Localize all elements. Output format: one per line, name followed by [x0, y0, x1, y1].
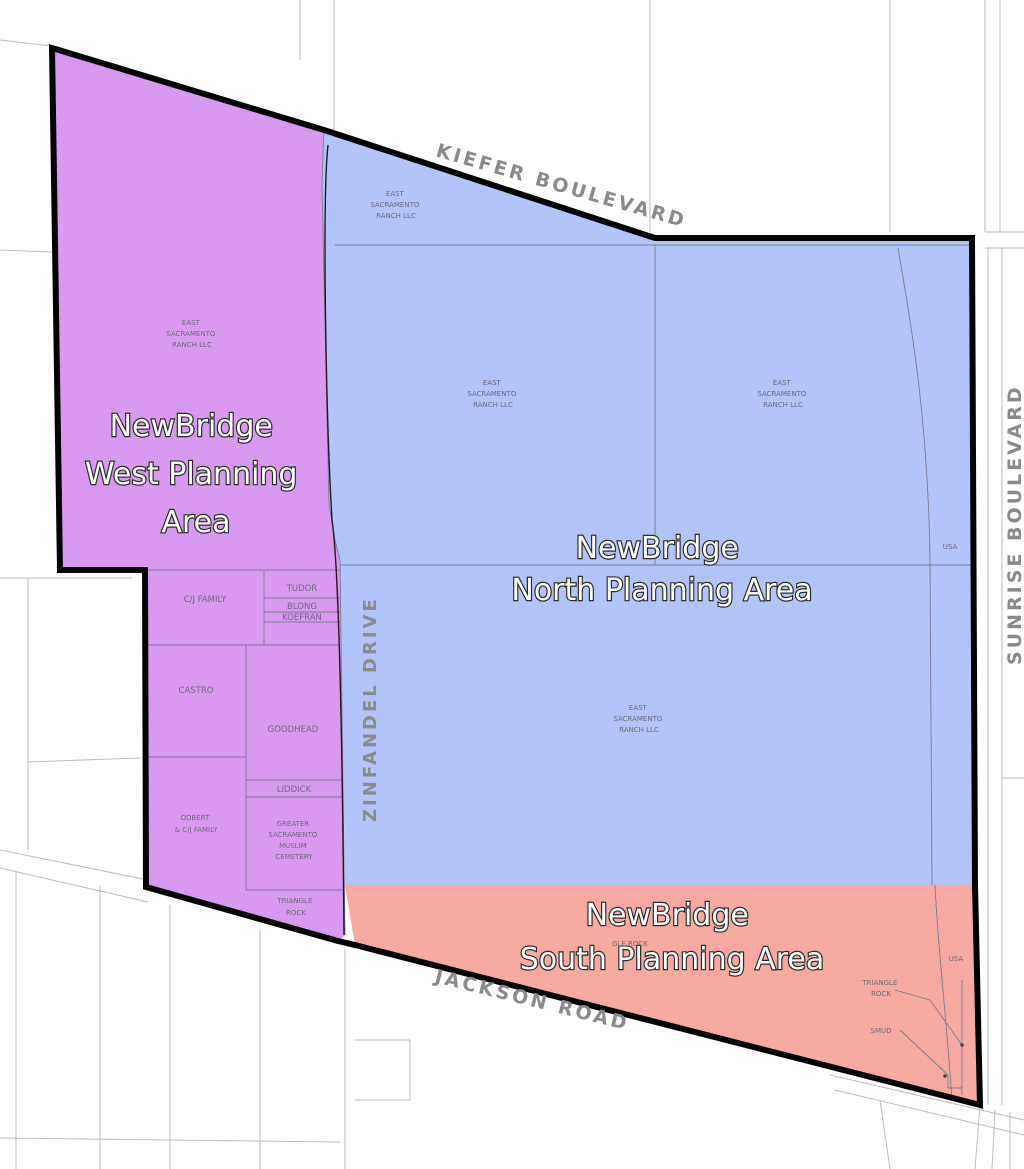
parcel-gle-rock: GLE ROCK — [612, 940, 648, 948]
parcel-goodhead: GOODHEAD — [268, 725, 319, 735]
owner-labels: EAST SACRAMENTO RANCH LLC EAST SACRAMENT… — [166, 190, 963, 1035]
parcel-cemetery: GREATER SACRAMENTO MUSLIM CEMETERY — [268, 820, 319, 861]
parcel-usa-south: USA — [949, 955, 964, 963]
parcel-blong: BLONG — [287, 602, 317, 612]
north-area-label-line1: NewBridge — [576, 531, 739, 566]
parcel-lines — [146, 129, 972, 1101]
parcel-liddick: LIDDICK — [277, 785, 312, 795]
zinfandel-drive-label: ZINFANDEL DRIVE — [360, 596, 381, 822]
parcel-esr-west: EAST SACRAMENTO RANCH LLC — [166, 319, 217, 349]
parcel-usa-north: USA — [943, 543, 958, 551]
south-area-label-line1: NewBridge — [586, 898, 749, 933]
south-planning-area[interactable] — [345, 885, 980, 1105]
west-area-label-line3: Area — [161, 505, 230, 540]
parcel-cj-family: C/J FAMILY — [184, 595, 227, 605]
west-area-label-line1: NewBridge — [110, 409, 273, 444]
west-area-label: NewBridge West Planning Area — [85, 409, 307, 540]
sunrise-boulevard-label: SUNRISE BOULEVARD — [1004, 384, 1024, 665]
parcel-tudor: TUDOR — [286, 584, 318, 594]
parcel-triangle-rock-south: TRIANGLE ROCK — [861, 979, 899, 998]
north-planning-area[interactable] — [322, 130, 975, 885]
parcel-triangle-rock-west: TRIANGLE ROCK — [276, 897, 314, 917]
north-area-label-line2: North Planning Area — [511, 573, 812, 608]
site-markers — [943, 1043, 964, 1078]
west-area-label-line2: West Planning — [85, 457, 298, 492]
parcel-castro: CASTRO — [179, 686, 214, 696]
parcel-esr-mid-right: EAST SACRAMENTO RANCH LLC — [757, 379, 808, 409]
parcel-esr-lower: EAST SACRAMENTO RANCH LLC — [613, 704, 664, 734]
parcel-odbert: ODBERT & C/J FAMILY — [175, 814, 218, 834]
south-area-label: NewBridge South Planning Area — [520, 898, 825, 977]
parcel-koefran: KOEFRAN — [282, 613, 322, 623]
parcel-smud: SMUD — [871, 1027, 892, 1035]
plan-area-boundary — [48, 43, 984, 1109]
south-area-label-line2: South Planning Area — [520, 942, 825, 977]
north-area-label: NewBridge North Planning Area — [511, 531, 812, 608]
parcel-esr-mid-left: EAST SACRAMENTO RANCH LLC — [467, 379, 518, 409]
parcel-esr-top: EAST SACRAMENTO RANCH LLC — [370, 190, 421, 220]
west-planning-area[interactable] — [52, 48, 345, 941]
